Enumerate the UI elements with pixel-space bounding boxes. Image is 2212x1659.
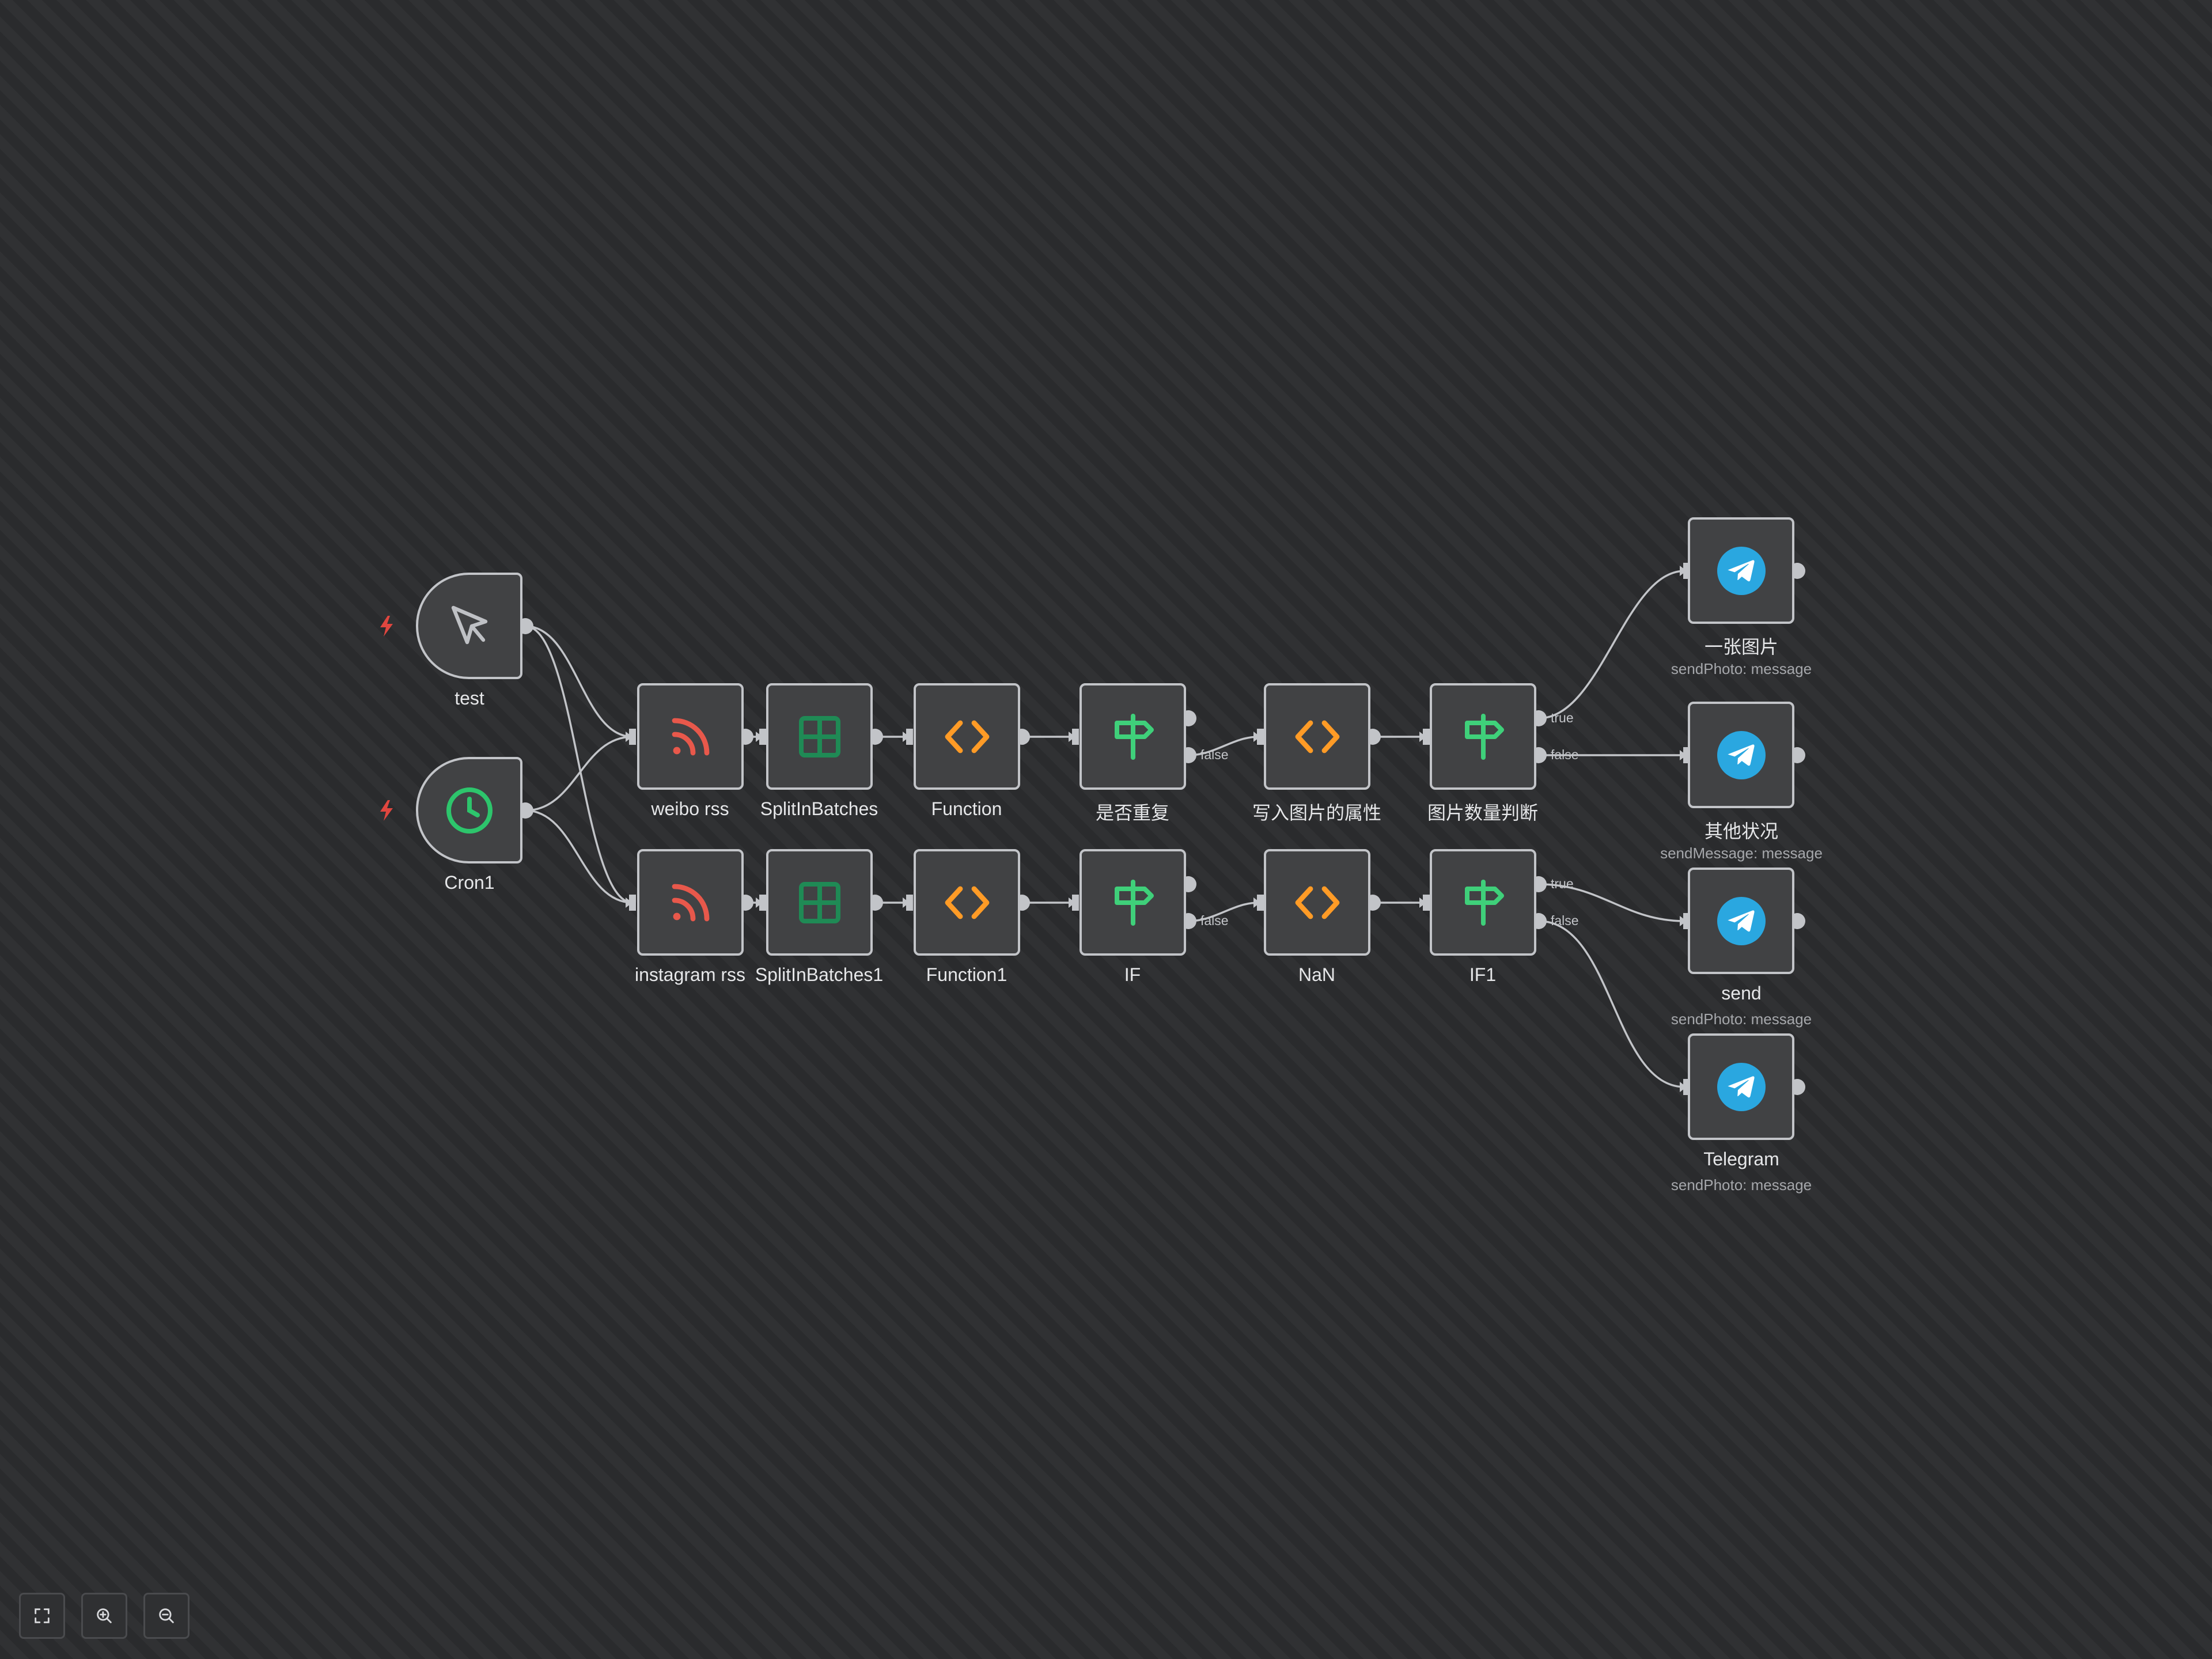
node-write-image-attr-label: 写入图片的属性 [1252,802,1381,823]
signpost-icon [1105,875,1161,930]
telegram-icon [1714,728,1769,783]
code-icon [1290,709,1345,764]
input-handle [906,895,913,911]
telegram-icon [1714,1059,1769,1115]
node-splitinbatches1[interactable] [766,849,873,956]
node-weibo-rss-label: weibo rss [651,798,729,819]
rss-icon [663,875,718,930]
node-is-duplicate[interactable] [1080,683,1186,790]
code-icon [1290,875,1345,930]
node-function-label: Function [931,798,1002,819]
node-weibo-rss[interactable] [637,683,744,790]
trigger-bolt-icon [380,800,393,821]
branch-label-false: false [1200,747,1229,762]
edge-test-weibo-rss [525,625,633,738]
node-send-subtitle: sendPhoto: message [1671,1010,1812,1028]
input-handle [759,729,766,745]
node-function1[interactable] [914,849,1020,956]
branch-label-true: true [1551,710,1574,725]
code-icon [940,709,995,764]
node-splitinbatches-label: SplitInBatches [760,798,878,819]
node-function1-label: Function1 [926,964,1007,985]
node-test[interactable] [416,573,522,679]
node-telegram-label: Telegram [1703,1149,1779,1169]
branch-label-false: false [1551,913,1579,928]
node-instagram-rss-label: instagram rss [634,964,746,985]
trigger-bolt-icon [380,616,393,637]
node-if1[interactable] [1430,849,1536,956]
node-test-label: test [454,688,484,709]
branch-label-true: true [1551,876,1574,891]
node-splitinbatches1-label: SplitInBatches1 [755,964,884,985]
branch-label-false: false [1200,913,1229,928]
clock-icon [442,783,497,838]
batches-icon [792,709,847,764]
signpost-icon [1456,709,1511,764]
edge-test-instagram-rss [525,625,633,904]
zoom-in-icon [97,1608,112,1623]
node-telegram[interactable] [1688,1033,1794,1140]
input-handle [629,895,636,911]
signpost-icon [1456,875,1511,930]
input-handle [1257,729,1264,745]
fit-view-icon [35,1608,50,1623]
input-handle [1072,895,1079,911]
node-if1-label: IF1 [1469,964,1497,985]
input-handle [1423,895,1430,911]
branch-label-false: false [1551,747,1579,762]
node-one-image[interactable] [1688,517,1794,624]
zoom-in-button[interactable] [81,1593,127,1639]
node-other-case-subtitle: sendMessage: message [1660,844,1823,862]
node-one-image-label: 一张图片 [1704,637,1778,657]
input-handle [759,895,766,911]
zoom-out-button[interactable] [143,1593,190,1639]
node-image-count-check-label: 图片数量判断 [1427,802,1538,823]
node-if[interactable] [1080,849,1186,956]
node-send-label: send [1721,983,1762,1003]
node-nan-label: NaN [1298,964,1335,985]
input-handle [1257,895,1264,911]
cursor-icon [442,599,497,654]
node-telegram-subtitle: sendPhoto: message [1671,1176,1812,1194]
node-image-count-check[interactable] [1430,683,1536,790]
node-other-case[interactable] [1688,702,1794,808]
node-write-image-attr[interactable] [1264,683,1370,790]
input-handle [906,729,913,745]
edge-if1-false-telegram [1538,920,1685,1088]
code-icon [940,875,995,930]
rss-icon [663,709,718,764]
node-one-image-subtitle: sendPhoto: message [1671,660,1812,677]
telegram-icon [1714,543,1769,599]
input-handle [1072,729,1079,745]
node-if-label: IF [1124,964,1141,985]
node-send[interactable] [1688,868,1794,974]
zoom-out-icon [159,1608,174,1623]
node-cron1-label: Cron1 [444,872,495,893]
node-instagram-rss[interactable] [637,849,744,956]
node-nan[interactable] [1264,849,1370,956]
node-other-case-label: 其他状况 [1704,821,1778,842]
node-splitinbatches[interactable] [766,683,873,790]
batches-icon [792,875,847,930]
fit-view-button[interactable] [19,1593,65,1639]
signpost-icon [1105,709,1161,764]
node-is-duplicate-label: 是否重复 [1095,802,1169,823]
telegram-icon [1714,893,1769,949]
node-cron1[interactable] [416,757,522,863]
input-handle [629,729,636,745]
node-function[interactable] [914,683,1020,790]
input-handle [1423,729,1430,745]
